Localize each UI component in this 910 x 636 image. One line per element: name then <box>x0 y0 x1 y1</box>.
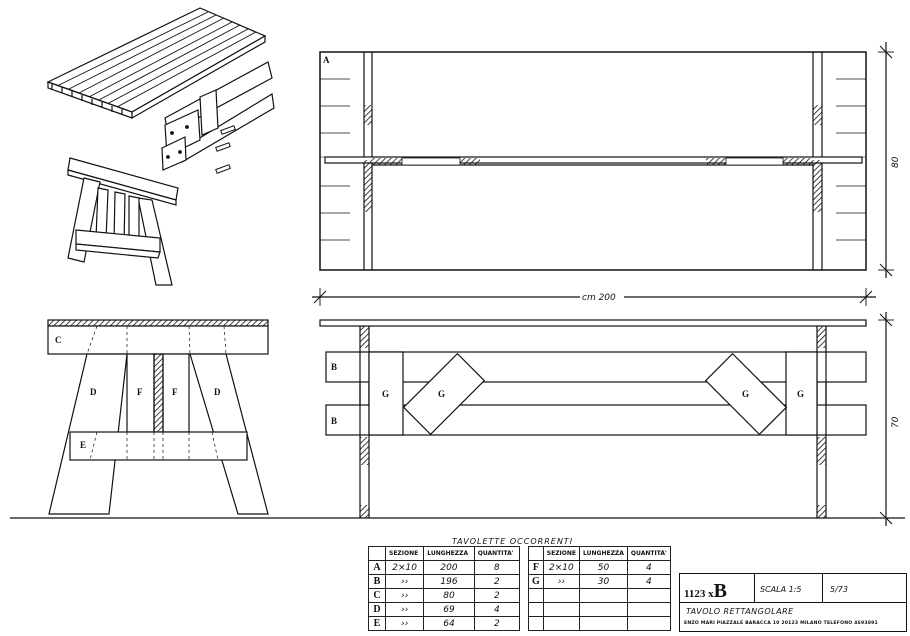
table-row: C ›› 80 2 <box>368 588 521 603</box>
dim-width-text: 80 <box>891 156 901 168</box>
table-row <box>528 588 671 603</box>
table-row: B ›› 196 2 <box>368 574 521 589</box>
label-g-2: G <box>438 389 445 399</box>
col-length-header: LUNGHEZZA <box>423 546 475 561</box>
label-e: E <box>80 440 86 450</box>
table-row <box>528 616 671 631</box>
end-elevation <box>47 319 269 515</box>
col-section-header: SEZIONE <box>542 546 581 561</box>
label-b-top: B <box>331 362 337 372</box>
title-block: 1123 xB SCALA 1:5 5/73 TAVOLO RETTANGOLA… <box>679 573 907 632</box>
top-plan-view <box>319 42 894 278</box>
dim-height-text: 70 <box>891 416 901 428</box>
table-row: A 2×10 200 8 <box>368 560 521 575</box>
label-g-3: G <box>742 389 749 399</box>
designer-address: ENZO MARI PIAZZALE BARACCA 10 20123 MILA… <box>684 621 878 626</box>
isometric-trestle-sketch <box>67 157 179 286</box>
table-header-row: SEZIONE LUNGHEZZA QUANTITA' <box>528 546 671 561</box>
label-f-left: F <box>137 387 143 397</box>
label-c: C <box>55 335 62 345</box>
table-row: D ›› 69 4 <box>368 602 521 617</box>
table-row: E ›› 64 2 <box>368 616 521 631</box>
label-a: A <box>323 55 330 65</box>
label-g-4: G <box>797 389 804 399</box>
table-header-row: SEZIONE LUNGHEZZA QUANTITA' <box>368 546 521 561</box>
drawing-name: TAVOLO RETTANGOLARE <box>686 607 794 616</box>
table-row <box>528 602 671 617</box>
drawing-date: 5/73 <box>830 585 848 594</box>
label-g-1: G <box>382 389 389 399</box>
label-d-right: D <box>214 387 221 397</box>
isometric-top-sketch <box>46 7 275 174</box>
table-row: F 2×10 50 4 <box>528 560 671 575</box>
col-qty-header: QUANTITA' <box>473 546 521 561</box>
drawing-scale: SCALA 1:5 <box>760 585 802 594</box>
parts-table-right: SEZIONE LUNGHEZZA QUANTITA' F 2×10 50 4 … <box>528 546 671 631</box>
label-b-bottom: B <box>331 416 337 426</box>
label-f-right: F <box>172 387 178 397</box>
drawing-code: 1123 xB <box>684 580 727 602</box>
label-d-left: D <box>90 387 97 397</box>
dim-length-text: cm 200 <box>582 293 616 303</box>
col-section-header: SEZIONE <box>384 546 425 561</box>
col-length-header: LUNGHEZZA <box>579 546 628 561</box>
parts-table-title: TAVOLETTE OCCORRENTI <box>452 537 574 546</box>
parts-table-left: SEZIONE LUNGHEZZA QUANTITA' A 2×10 200 8… <box>368 546 521 631</box>
side-elevation <box>319 312 894 526</box>
table-row: G ›› 30 4 <box>528 574 671 589</box>
length-dimension <box>312 288 876 306</box>
col-qty-header: QUANTITA' <box>626 546 671 561</box>
